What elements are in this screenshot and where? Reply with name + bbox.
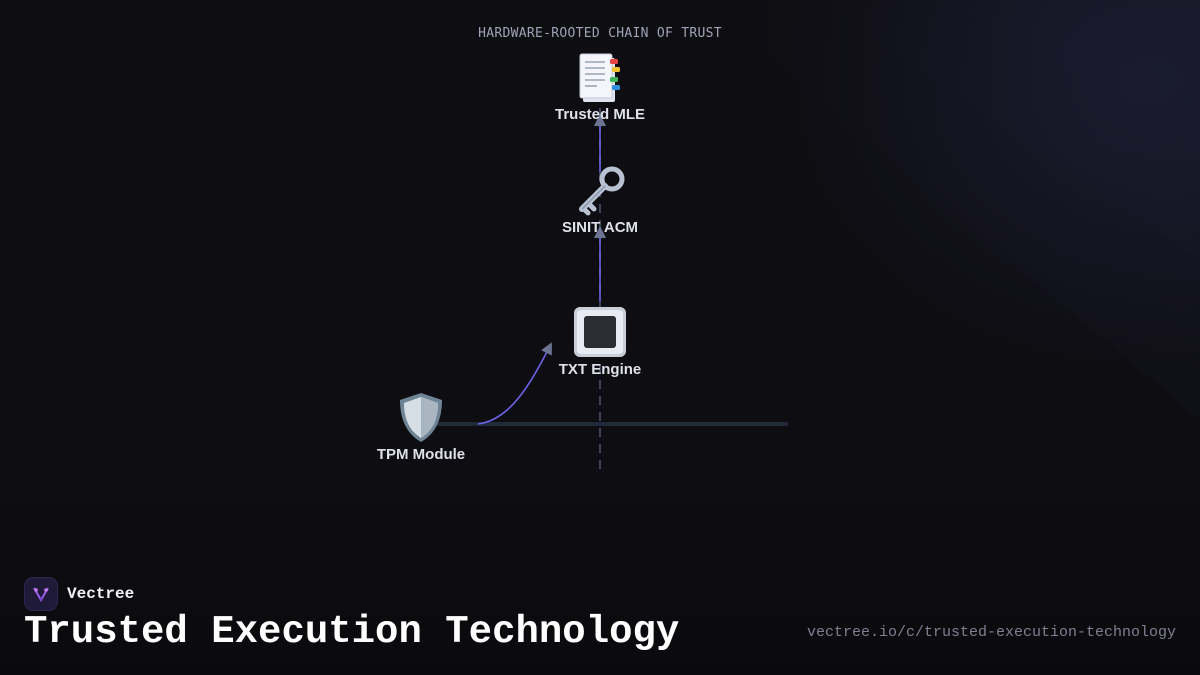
node-tpm-module: TPM Module (321, 390, 521, 463)
key-icon (500, 163, 700, 219)
brand-name: Vectree (67, 585, 135, 603)
node-sinit-acm: SINIT ACM (500, 163, 700, 236)
brand: Vectree (24, 577, 134, 611)
diagram-caption: HARDWARE-ROOTED CHAIN OF TRUST (478, 26, 722, 41)
node-txt-engine: TXT Engine (500, 305, 700, 378)
edge-tpm-to-txt (477, 342, 552, 425)
node-label: Trusted MLE (554, 106, 645, 123)
page-url[interactable]: vectree.io/c/trusted-execution-technolog… (806, 624, 1176, 641)
brand-logo-icon (24, 577, 58, 611)
node-label: TPM Module (376, 446, 466, 463)
document-icon (500, 50, 700, 106)
node-label: SINIT ACM (561, 219, 639, 236)
page-title: Trusted Execution Technology (24, 610, 680, 654)
node-trusted-mle: Trusted MLE (500, 50, 700, 123)
chip-icon (500, 305, 700, 361)
shield-icon (321, 390, 521, 446)
node-label: TXT Engine (558, 361, 642, 378)
